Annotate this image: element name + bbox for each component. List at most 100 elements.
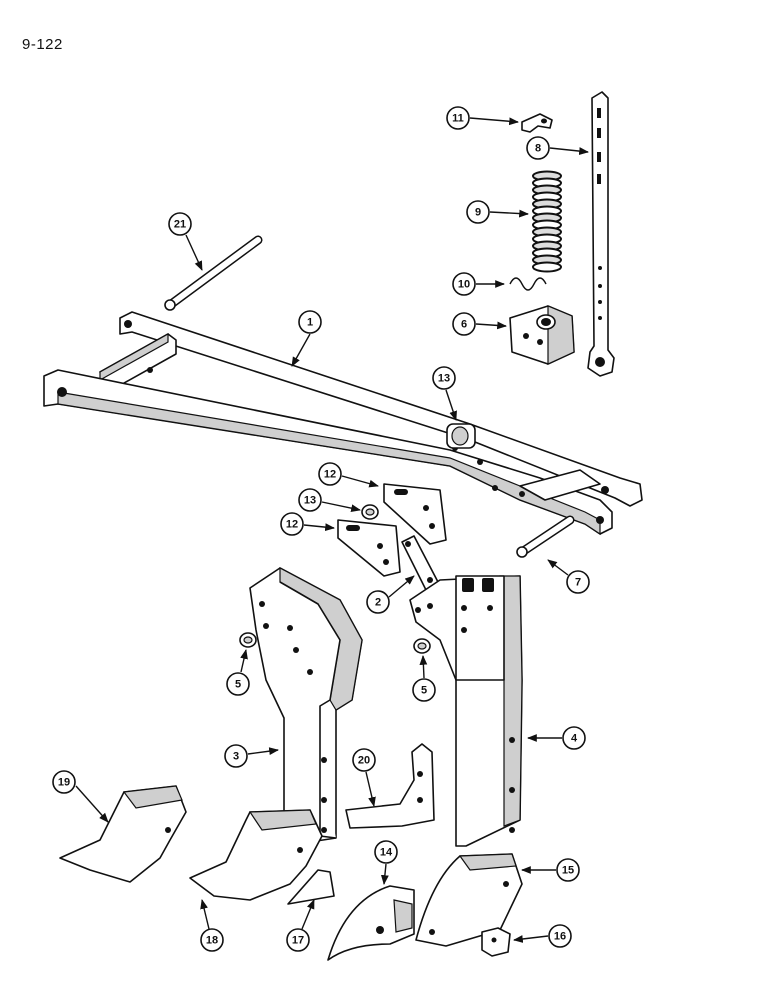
callout-circle xyxy=(466,200,490,224)
callout-circle xyxy=(446,106,470,130)
callout-c5b: 5 xyxy=(412,655,436,702)
part-15-shovel xyxy=(415,853,523,947)
part-16-block xyxy=(481,927,511,957)
part-8-adjusting-strap xyxy=(587,91,615,377)
callout-c9: 9 xyxy=(466,200,529,224)
part-7-pin xyxy=(516,515,575,558)
callout-circle xyxy=(168,212,192,236)
callout-circle xyxy=(412,678,436,702)
callout-number: 16 xyxy=(554,931,566,943)
callout-number: 18 xyxy=(206,935,218,947)
callout-c7: 7 xyxy=(547,559,590,594)
callout-number: 17 xyxy=(292,935,304,947)
part-10-wire-clip xyxy=(509,277,547,291)
callout-circle xyxy=(298,488,322,512)
part-3-shank-left xyxy=(249,567,363,847)
part-5-nut-left xyxy=(239,632,257,648)
callout-c19: 19 xyxy=(52,770,109,823)
part-13-bushing-upper xyxy=(446,423,476,449)
callout-circle xyxy=(366,590,390,614)
callout-number: 12 xyxy=(286,519,298,531)
part-11-clip xyxy=(521,113,553,133)
callout-c17: 17 xyxy=(286,899,315,952)
callout-c10: 10 xyxy=(452,272,505,296)
callout-circle xyxy=(352,748,376,772)
callout-number: 20 xyxy=(358,755,370,767)
callout-number: 10 xyxy=(458,279,470,291)
callout-c12a: 12 xyxy=(318,462,379,488)
part-4-shank-right xyxy=(409,575,523,847)
part-6-block xyxy=(509,305,575,365)
callout-leader-arrow xyxy=(445,389,457,421)
callout-number: 5 xyxy=(235,679,241,691)
callout-leader-arrow xyxy=(291,333,311,367)
callout-circle xyxy=(452,272,476,296)
callout-c18: 18 xyxy=(200,899,224,952)
callout-c8: 8 xyxy=(526,136,589,160)
callout-leader-arrow xyxy=(341,475,379,488)
page-number: 9-122 xyxy=(22,36,63,53)
callout-number: 11 xyxy=(452,113,464,125)
part-18-shovel xyxy=(189,809,323,901)
callout-leader-arrow xyxy=(388,575,415,598)
callout-leader-arrow xyxy=(303,523,335,532)
callout-leader-arrow xyxy=(75,785,109,823)
callout-c16: 16 xyxy=(513,924,572,948)
callout-number: 19 xyxy=(58,777,70,789)
part-17-point xyxy=(287,869,335,905)
callout-number: 1 xyxy=(307,317,313,329)
part-14-curved-point xyxy=(327,885,415,961)
callout-circle xyxy=(298,310,322,334)
callout-leader-arrow xyxy=(185,234,203,271)
callout-leader-arrow xyxy=(380,863,389,885)
callout-leader-arrow xyxy=(547,559,569,576)
callout-circle xyxy=(562,726,586,750)
callout-c15: 15 xyxy=(521,858,580,882)
part-9-spring xyxy=(532,170,562,273)
callout-number: 2 xyxy=(375,597,381,609)
callout-c13a: 13 xyxy=(432,366,457,421)
callout-number: 3 xyxy=(233,751,239,763)
callout-c12b: 12 xyxy=(280,512,335,536)
callout-circle xyxy=(374,840,398,864)
callout-circle xyxy=(52,770,76,794)
callout-c13b: 13 xyxy=(298,488,361,513)
callout-number: 5 xyxy=(421,685,427,697)
callout-number: 7 xyxy=(575,577,581,589)
callout-c3: 3 xyxy=(224,744,279,768)
callout-circle xyxy=(200,928,224,952)
callout-number: 12 xyxy=(324,469,336,481)
callout-circle xyxy=(318,462,342,486)
part-12-plate-lower xyxy=(337,519,401,577)
callout-number: 6 xyxy=(461,319,467,331)
callout-number: 9 xyxy=(475,207,481,219)
callout-leader-arrow xyxy=(365,771,376,807)
part-21-pin xyxy=(164,235,263,311)
callout-leader-arrow xyxy=(469,117,519,126)
callout-circle xyxy=(556,858,580,882)
spring-coil xyxy=(532,261,562,273)
callout-leader-arrow xyxy=(549,147,589,155)
callout-c14: 14 xyxy=(374,840,398,885)
callout-circle xyxy=(452,312,476,336)
callout-number: 14 xyxy=(380,847,393,859)
callout-c21: 21 xyxy=(168,212,203,271)
callout-number: 15 xyxy=(562,865,574,877)
callout-circle xyxy=(548,924,572,948)
callout-c5a: 5 xyxy=(226,649,250,696)
callout-leader-arrow xyxy=(321,501,361,513)
callout-c2: 2 xyxy=(366,575,415,614)
callout-c6: 6 xyxy=(452,312,507,336)
part-1-frame xyxy=(43,311,643,536)
callout-circle xyxy=(526,136,550,160)
callout-c4: 4 xyxy=(527,726,586,750)
callout-number: 4 xyxy=(571,733,578,745)
callout-circle xyxy=(566,570,590,594)
callout-c1: 1 xyxy=(291,310,322,367)
callout-c11: 11 xyxy=(446,106,519,130)
callout-circle xyxy=(280,512,304,536)
callout-number: 8 xyxy=(535,143,541,155)
callout-leader-arrow xyxy=(419,655,428,679)
callout-circle xyxy=(286,928,310,952)
